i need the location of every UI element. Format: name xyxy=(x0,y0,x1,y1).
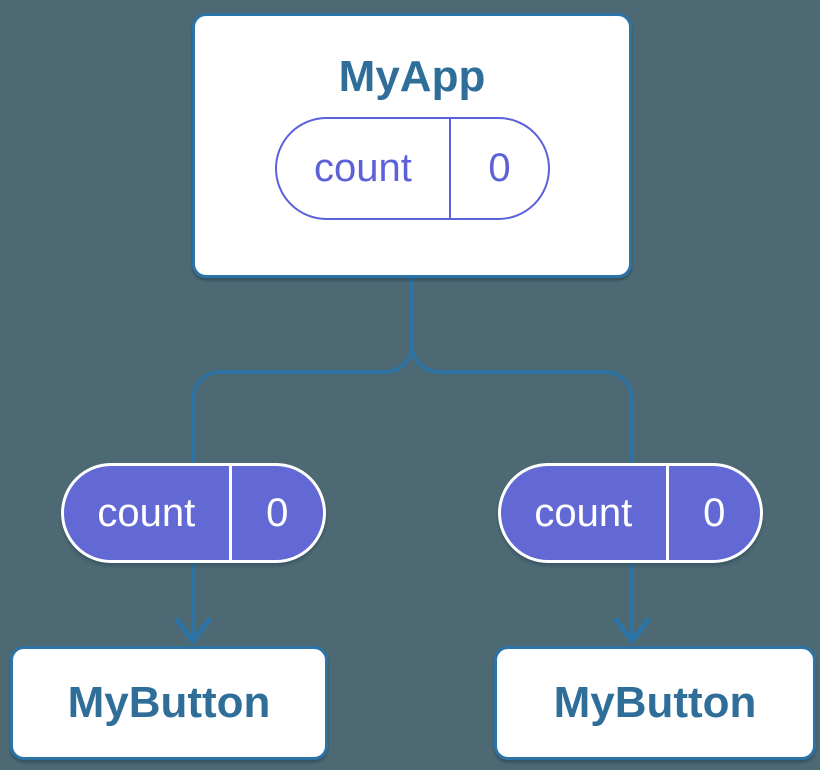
child-right-component-card: MyButton xyxy=(494,646,816,760)
child-left-prop-value: 0 xyxy=(266,490,289,535)
child-left-component-card: MyButton xyxy=(10,646,328,760)
connector-fork-right xyxy=(410,276,634,640)
child-left-prop-name: count xyxy=(64,466,232,560)
root-state-value: 0 xyxy=(488,145,511,190)
root-component-title: MyApp xyxy=(338,52,486,101)
child-left-component-title: MyButton xyxy=(67,677,271,727)
child-right-prop-name: count xyxy=(501,466,669,560)
connector-fork-left xyxy=(191,276,414,640)
root-state-name: count xyxy=(277,118,452,218)
arrowhead-down-left-icon xyxy=(174,617,212,644)
child-right-component-title: MyButton xyxy=(553,677,757,727)
child-right-prop-pill: count 0 xyxy=(498,463,763,563)
child-left-prop-pill: count 0 xyxy=(61,463,326,563)
root-component-card: MyApp count 0 xyxy=(192,13,632,278)
root-state-pill: count 0 xyxy=(274,116,550,220)
arrowhead-down-right-icon xyxy=(613,617,651,644)
child-right-prop-value: 0 xyxy=(703,490,726,535)
